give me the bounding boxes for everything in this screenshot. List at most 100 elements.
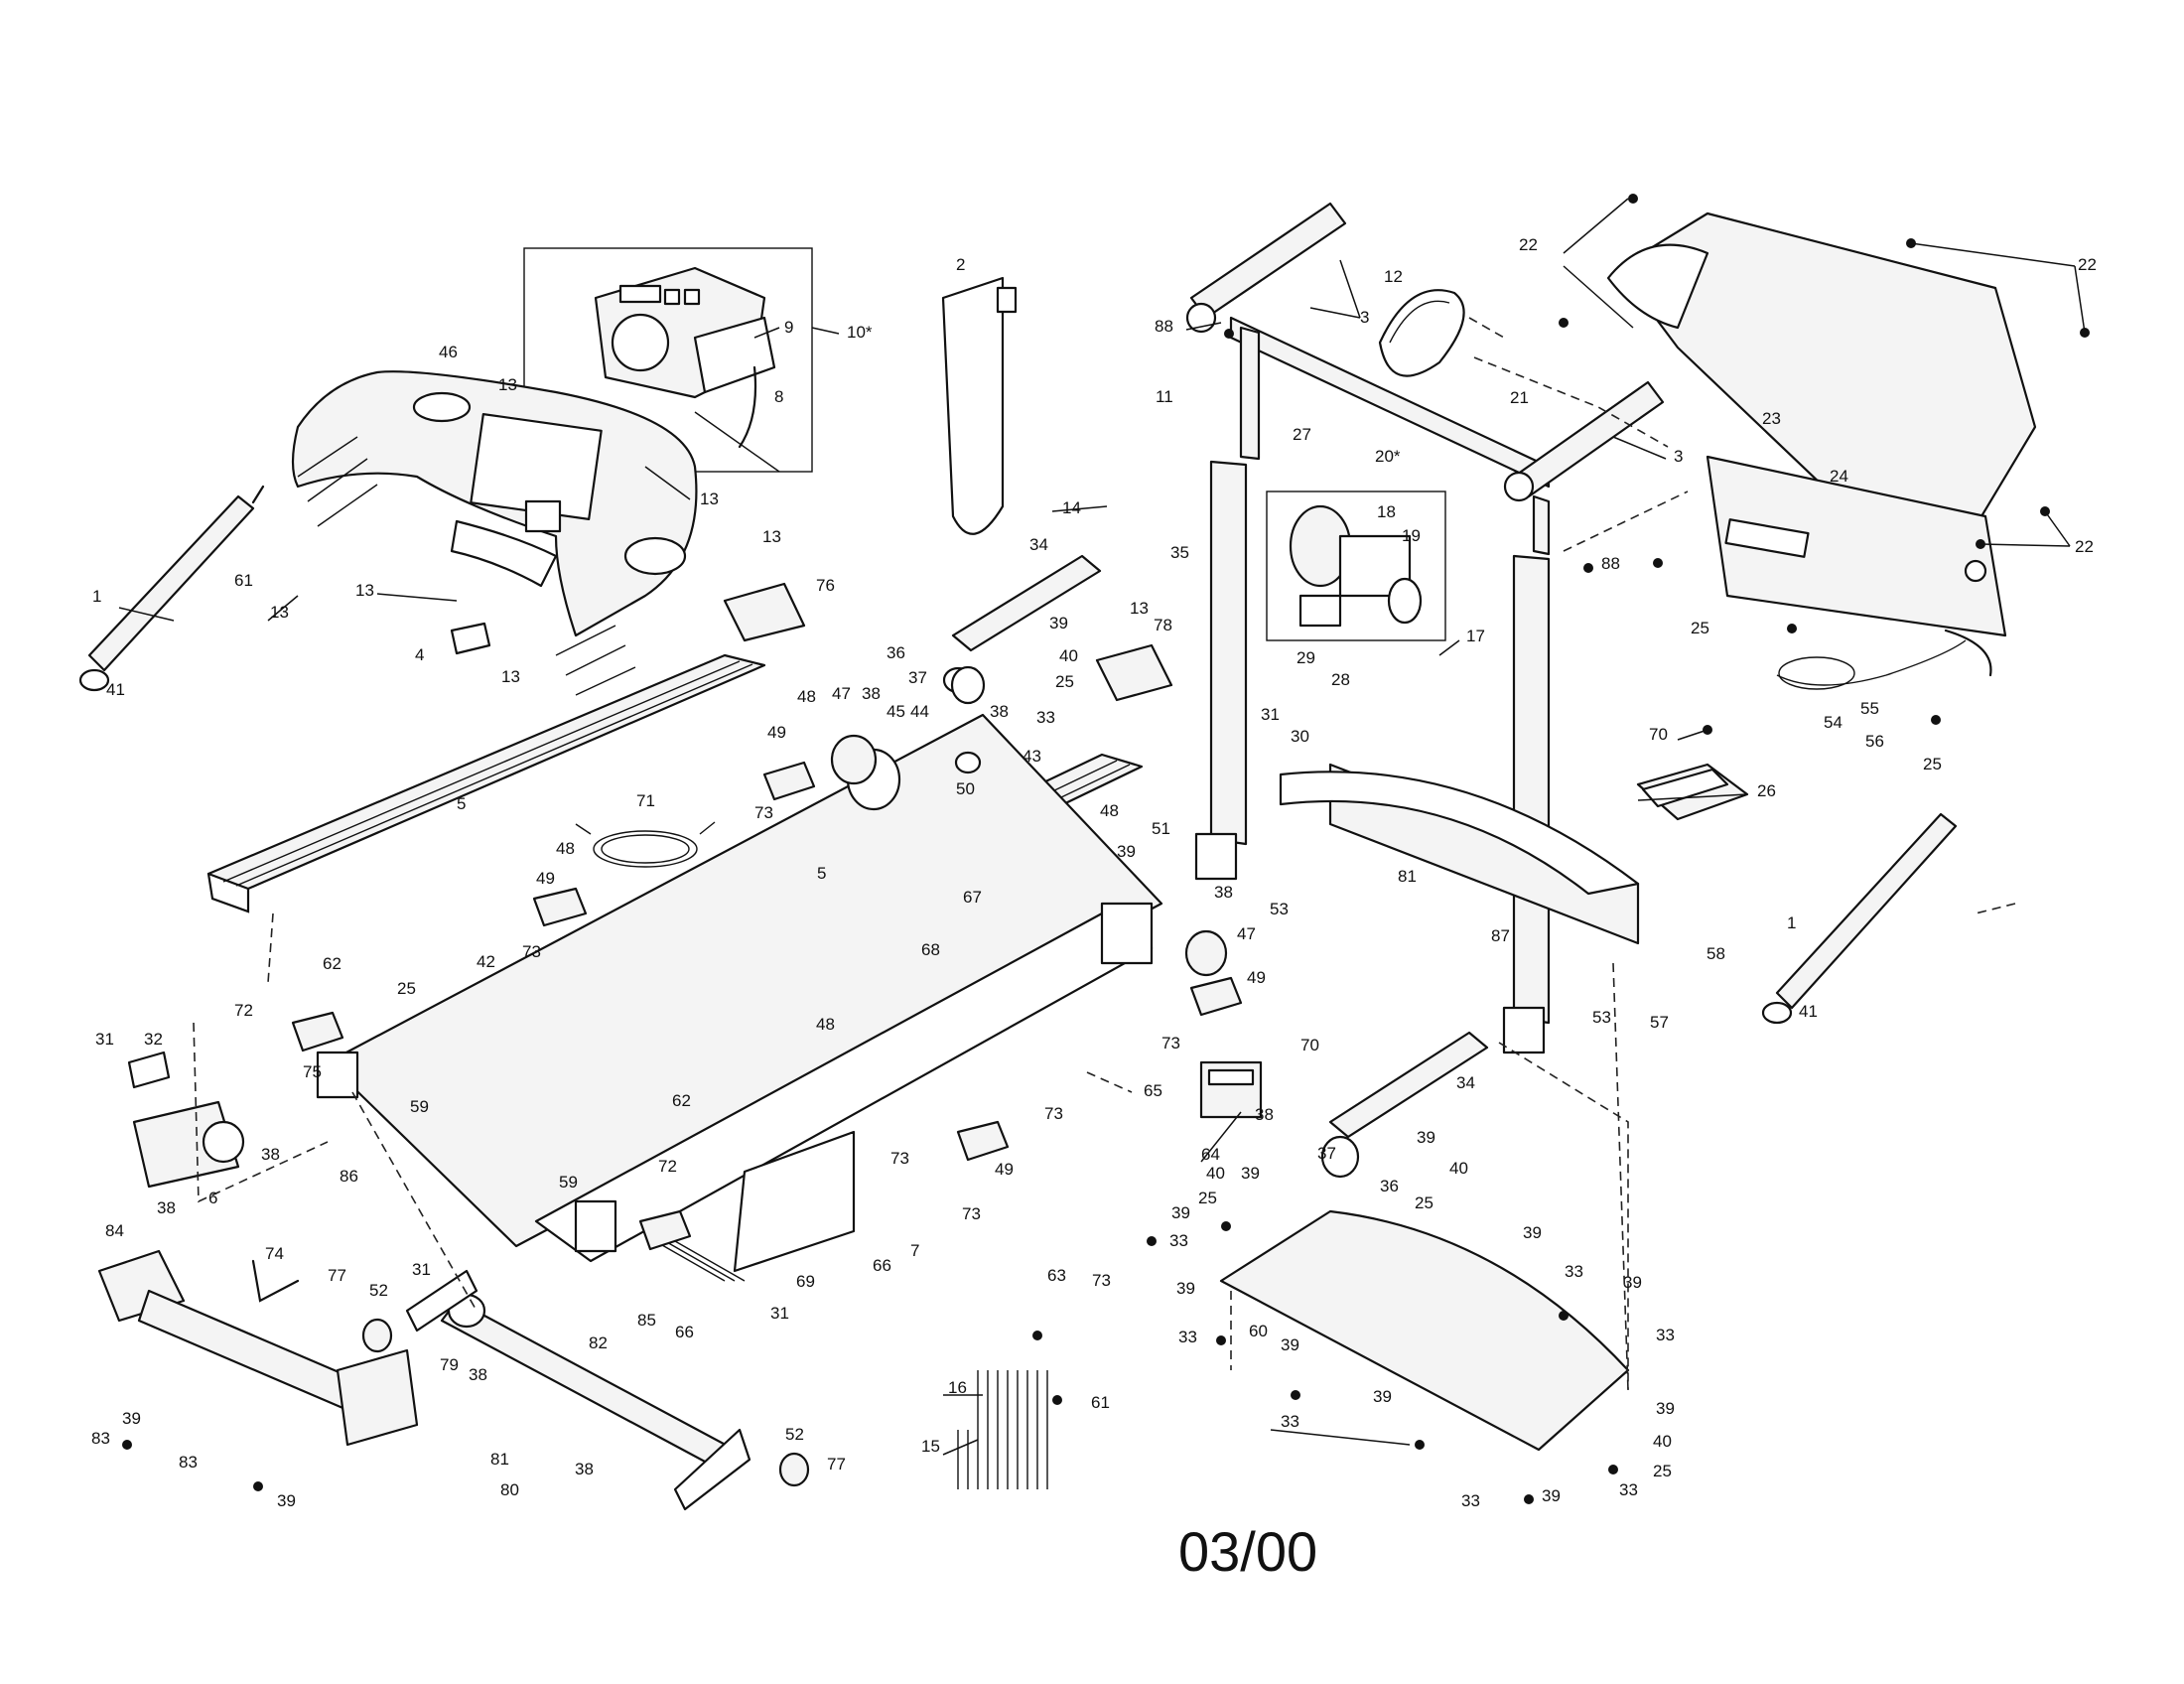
- callout-30: 30: [1291, 727, 1309, 746]
- callout-78: 78: [1154, 616, 1172, 634]
- callout-65: 65: [1144, 1081, 1162, 1100]
- callout-25-b: 25: [1923, 755, 1942, 773]
- callout-85: 85: [637, 1311, 656, 1330]
- console-inset: [523, 247, 813, 473]
- callout-35: 35: [1170, 543, 1189, 562]
- callout-49-b: 49: [536, 869, 555, 888]
- callout-74: 74: [265, 1244, 284, 1263]
- callout-15: 15: [921, 1437, 940, 1456]
- callout-59-a: 59: [410, 1097, 429, 1116]
- callout-20: 20*: [1375, 447, 1401, 466]
- callout-88-a: 88: [1155, 317, 1173, 336]
- callout-56: 56: [1865, 732, 1884, 751]
- callout-27: 27: [1293, 425, 1311, 444]
- callout-39-m: 39: [122, 1409, 141, 1428]
- callout-62-a: 62: [323, 954, 341, 973]
- walking-belt-strip: [941, 276, 1018, 535]
- callout-1-b: 1: [1787, 913, 1796, 932]
- callout-66-a: 66: [873, 1256, 891, 1275]
- console-base: [291, 370, 698, 696]
- callout-22-c: 22: [2075, 537, 2094, 556]
- callout-61-b: 61: [1091, 1393, 1110, 1412]
- callout-75: 75: [303, 1062, 322, 1081]
- callout-77-b: 77: [827, 1455, 846, 1474]
- callout-49-d: 49: [995, 1160, 1014, 1179]
- callout-labels: 1 1 2 3 3 4 5 5 6 7 8 9 10* 11 12 13 13 …: [91, 235, 2097, 1510]
- right-handrail: [1761, 812, 1958, 1025]
- drive-belt: [1378, 289, 1465, 377]
- controller-bracket: [1636, 763, 1749, 821]
- callout-63: 63: [1047, 1266, 1066, 1285]
- left-side-rail: [206, 653, 766, 913]
- base-frame: [97, 1249, 810, 1511]
- callout-10: 10*: [847, 323, 873, 342]
- callout-71: 71: [636, 791, 655, 810]
- bracket-78: [1095, 643, 1173, 702]
- callout-38-d: 38: [261, 1145, 280, 1164]
- callout-23: 23: [1762, 409, 1781, 428]
- callout-54: 54: [1824, 713, 1843, 732]
- allen-wrench: [251, 1259, 300, 1303]
- callout-81-b: 81: [1398, 867, 1417, 886]
- callout-25-f: 25: [1198, 1189, 1217, 1207]
- callout-25-e: 25: [1415, 1193, 1433, 1212]
- callout-76: 76: [816, 576, 835, 595]
- callout-26: 26: [1757, 781, 1776, 800]
- callout-32: 32: [144, 1030, 163, 1049]
- callout-39-i: 39: [1623, 1273, 1642, 1292]
- callout-50: 50: [956, 779, 975, 798]
- callout-64: 64: [1201, 1145, 1220, 1164]
- callout-55: 55: [1860, 699, 1879, 718]
- callout-28: 28: [1331, 670, 1350, 689]
- callout-73-d: 73: [1044, 1104, 1063, 1123]
- callout-53-b: 53: [1592, 1008, 1611, 1027]
- callout-43: 43: [1023, 747, 1041, 766]
- callout-48-c: 48: [1100, 801, 1119, 820]
- callout-88-b: 88: [1601, 554, 1620, 573]
- callout-39-f: 39: [1176, 1279, 1195, 1298]
- callout-38-g: 38: [469, 1365, 487, 1384]
- callout-6: 6: [208, 1189, 217, 1207]
- callout-33-g: 33: [1619, 1480, 1638, 1499]
- callout-42: 42: [477, 952, 495, 971]
- callout-87: 87: [1491, 926, 1510, 945]
- callout-3-b: 3: [1674, 447, 1683, 466]
- callout-12: 12: [1384, 267, 1403, 286]
- callout-22-b: 22: [2078, 255, 2097, 274]
- assembly-guides: [193, 317, 2016, 1391]
- callout-51: 51: [1152, 819, 1170, 838]
- callout-40-b: 40: [1449, 1159, 1468, 1178]
- callout-40-a: 40: [1059, 646, 1078, 665]
- callout-57: 57: [1650, 1013, 1669, 1032]
- callout-38-h: 38: [575, 1460, 594, 1478]
- callout-84: 84: [105, 1221, 124, 1240]
- callout-8: 8: [774, 387, 783, 406]
- callout-33-d: 33: [1565, 1262, 1583, 1281]
- callout-58: 58: [1706, 944, 1725, 963]
- frame-extension-upper: [950, 554, 1102, 705]
- callout-38-a: 38: [990, 702, 1009, 721]
- callout-39-b: 39: [1117, 842, 1136, 861]
- callout-73-b: 73: [522, 942, 541, 961]
- callout-9: 9: [784, 318, 793, 337]
- callout-33-c: 33: [1178, 1328, 1197, 1346]
- callout-13-b: 13: [700, 490, 719, 508]
- callout-53-a: 53: [1270, 900, 1289, 918]
- callout-11: 11: [1156, 387, 1173, 406]
- callout-73-f: 73: [962, 1204, 981, 1223]
- callout-37-a: 37: [908, 668, 927, 687]
- leader-lines: [118, 198, 2086, 1456]
- callout-16: 16: [948, 1378, 967, 1397]
- callout-38-c: 38: [1214, 883, 1233, 902]
- callout-49-a: 49: [767, 723, 786, 742]
- callout-33-f: 33: [1281, 1412, 1299, 1431]
- callout-25-c: 25: [1055, 672, 1074, 691]
- callout-13-a: 13: [498, 375, 517, 394]
- callout-52-b: 52: [785, 1425, 804, 1444]
- motor-hood: [1606, 211, 2037, 690]
- callout-17: 17: [1466, 627, 1485, 645]
- callout-33-a: 33: [1036, 708, 1055, 727]
- callout-39-h: 39: [1523, 1223, 1542, 1242]
- frame-extension-lower: [1320, 1031, 1489, 1179]
- callout-33-h: 33: [1461, 1491, 1480, 1510]
